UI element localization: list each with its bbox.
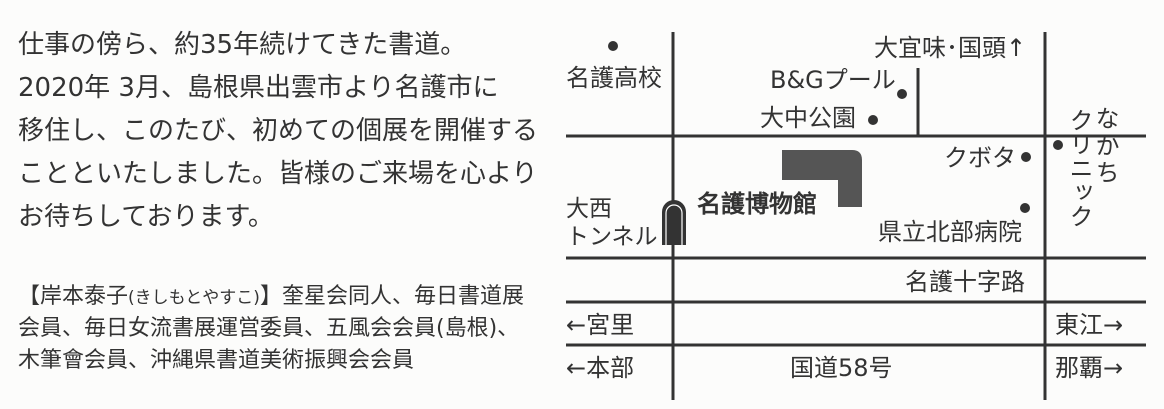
artist-name-reading: (きしもとやすこ) xyxy=(128,288,260,308)
park-label: 大中公園 xyxy=(760,104,856,132)
artist-name-close: 】 xyxy=(259,284,282,309)
bio-line: 会員、毎日女流書展運営委員、五風会会員(島根)、 xyxy=(18,316,520,341)
tunnel-label-line-2: トンネル xyxy=(566,224,658,250)
intro-line: 移住し、このたび、初めての個展を開催する xyxy=(18,116,539,146)
museum-label: 名護博物館 xyxy=(697,190,817,218)
clinic-label-column-1: なかち xyxy=(1091,106,1119,187)
intro-line: お待ちしております。 xyxy=(18,202,274,232)
clinic-marker xyxy=(1053,140,1063,150)
north-direction-label: 大宜味･国頭↑ xyxy=(874,34,1027,62)
bio-affiliation: 奎星会同人、毎日書道展 xyxy=(281,284,524,309)
clinic-label-column-2: クリニック xyxy=(1065,108,1093,228)
bio-line: 木筆會会員、沖縄県書道美術振興会会員 xyxy=(18,348,415,373)
east-upper-direction-label: 東江→ xyxy=(1055,311,1124,339)
school-marker xyxy=(608,41,618,51)
pool-label: B&Gプール xyxy=(770,66,896,94)
intro-line: 仕事の傍ら、約35年続けてきた書道。 xyxy=(18,30,467,60)
park-marker xyxy=(868,115,878,125)
school-label: 名護高校 xyxy=(566,64,662,92)
kubota-label: クボタ xyxy=(944,144,1016,172)
east-lower-direction-label: 那覇→ xyxy=(1055,354,1124,382)
intro-line: 2020年 3月、島根県出雲市より名護市に xyxy=(18,73,499,103)
pool-marker xyxy=(897,89,907,99)
west-lower-direction-label: ←本部 xyxy=(566,354,635,382)
west-upper-direction-label: ←宮里 xyxy=(566,311,635,339)
hospital-label: 県立北部病院 xyxy=(878,218,1022,246)
intro-text: 仕事の傍ら、約35年続けてきた書道。 2020年 3月、島根県出雲市より名護市に… xyxy=(18,24,538,239)
intro-line: ことといたしました。皆様のご来場を心より xyxy=(18,159,538,189)
kubota-marker xyxy=(1021,152,1031,162)
museum-building xyxy=(782,150,862,207)
artist-bio: 【岸本泰子(きしもとやすこ)】奎星会同人、毎日書道展 会員、毎日女流書展運営委員… xyxy=(18,281,524,377)
artist-name: 【岸本泰子 xyxy=(18,284,129,309)
tunnel-label-line-1: 大西 xyxy=(566,196,612,222)
crossing-label: 名護十字路 xyxy=(905,268,1025,296)
bio-line: 【岸本泰子(きしもとやすこ)】奎星会同人、毎日書道展 xyxy=(18,281,524,313)
tunnel-icon xyxy=(662,200,686,245)
route-label: 国道58号 xyxy=(790,354,893,382)
hospital-marker xyxy=(1020,203,1030,213)
